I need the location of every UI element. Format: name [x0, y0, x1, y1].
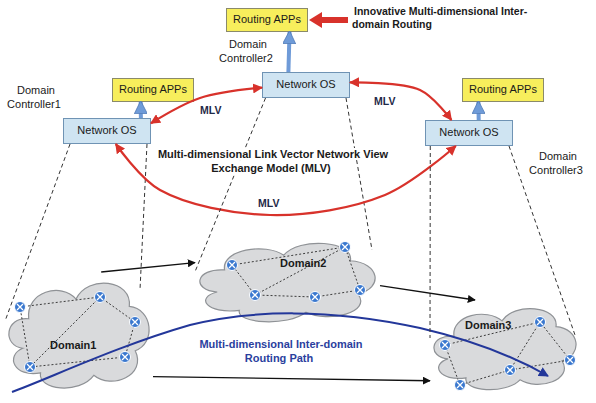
controller-cone-line: [430, 146, 431, 338]
os-box: Network OS: [425, 120, 513, 146]
domain-name: Domain1: [50, 339, 96, 352]
inter-domain-link: [101, 263, 195, 272]
box-text: Network OS: [77, 124, 136, 137]
cloud-outline: [430, 300, 580, 395]
note-text: Innovative Multi-dimensional Inter-domai…: [352, 5, 542, 31]
inter-domain-link: [380, 286, 475, 300]
controller-label: Domain Controller3: [522, 150, 592, 178]
mlv-exchange: [151, 88, 262, 124]
box-text: Routing APPs: [469, 83, 537, 96]
controller-cone-line: [195, 98, 266, 272]
edge-label: MLV: [257, 197, 280, 209]
routing-path-curve: [12, 313, 548, 392]
api-arrow: [476, 102, 480, 120]
domain-name: Domain2: [280, 257, 326, 270]
os-box: Network OS: [63, 118, 151, 144]
box-text: Routing APPs: [119, 83, 187, 96]
domain-cloud: Domain1: [5, 272, 153, 395]
app-box: Routing APPs: [112, 78, 194, 102]
note-text-text: Innovative Multi-dimensional Inter-domai…: [352, 5, 527, 30]
domain-name: Domain3: [465, 319, 511, 332]
box-text: Network OS: [276, 78, 335, 91]
mlv-exchange: [350, 82, 451, 120]
edge-label-text: MLV: [257, 197, 280, 209]
box-text: Routing APPs: [233, 13, 301, 26]
controller-label: Domain Controller1: [2, 84, 68, 112]
cloud-outline-path: [434, 309, 576, 390]
app-box: Routing APPs: [462, 78, 544, 102]
model-title: Multi-dimensional Link Vector Network Vi…: [155, 148, 389, 176]
api-arrow: [139, 102, 143, 118]
os-box: Network OS: [262, 72, 350, 98]
cloud-outline-path: [9, 283, 149, 388]
controller-label-text: Domain Controller3: [529, 150, 585, 176]
inter-domain-link: [153, 377, 430, 381]
model-title-text: Multi-dimensional Link Vector Network Vi…: [156, 148, 388, 174]
controller-cone-line: [5, 144, 70, 321]
domain-mesh-link: [20, 247, 570, 385]
box-text: Network OS: [439, 126, 498, 139]
api-arrow: [288, 32, 289, 72]
mlv-exchange: [116, 144, 456, 215]
path-label: Multi-dimensional Inter-domain Routing P…: [180, 338, 380, 366]
pointer-arrow: [309, 12, 348, 28]
controller-cone-line: [140, 98, 575, 335]
router-icon: [15, 242, 576, 391]
cloud-outline-path: [200, 243, 375, 322]
edge-label: MLV: [373, 95, 396, 107]
controller-label: Domain Controller2: [214, 38, 280, 66]
path-label-text: Multi-dimensional Inter-domain Routing P…: [197, 338, 362, 364]
edge-label-text: MLV: [199, 104, 222, 116]
controller-label-text: Domain Controller1: [7, 84, 63, 110]
cloud-outline: [5, 272, 153, 395]
app-box: Routing APPs: [226, 8, 308, 32]
controller-label-text: Domain Controller2: [219, 38, 275, 64]
edge-label-text: MLV: [373, 95, 396, 107]
edge-label: MLV: [199, 104, 222, 116]
domain-cloud: Domain3: [430, 300, 580, 395]
